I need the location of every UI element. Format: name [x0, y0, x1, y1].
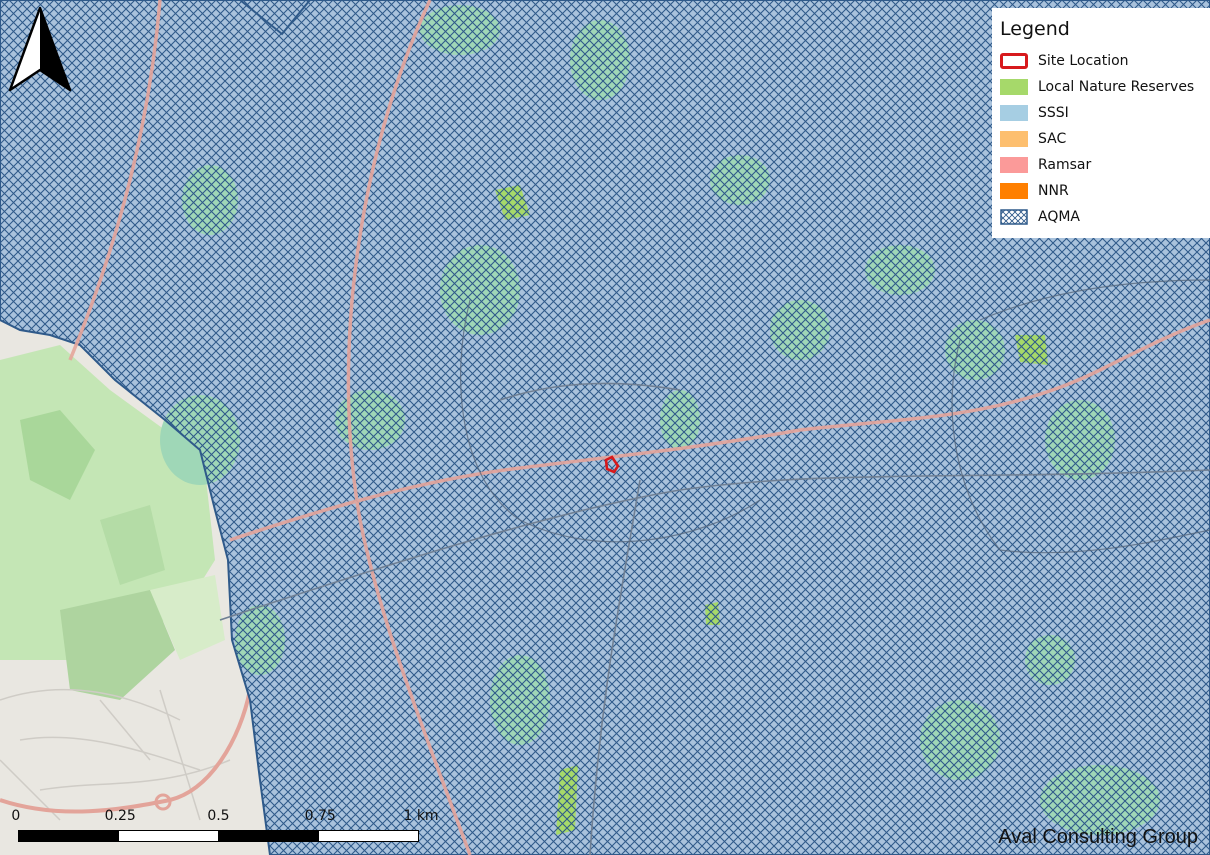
rail-lines	[219, 382, 1210, 855]
legend-item-aqma: AQMA	[1000, 204, 1210, 230]
legend-label: SAC	[1038, 131, 1067, 147]
scale-segment-white-2	[318, 830, 419, 842]
borough-boundaries	[460, 279, 1210, 554]
legend-label: Local Nature Reserves	[1038, 79, 1195, 95]
scale-label-025: 0.25	[104, 808, 136, 824]
legend-item-ramsar: Ramsar	[1000, 152, 1210, 178]
scale-label-0: 0	[11, 808, 21, 824]
scale-bar: 0 0.25 0.5 0.75 1 km	[11, 808, 439, 852]
ramsar-swatch-icon	[1000, 157, 1028, 173]
legend-item-sac: SAC	[1000, 126, 1210, 152]
major-roads	[68, 0, 1210, 855]
sac-swatch-icon	[1000, 131, 1028, 147]
nnr-swatch-icon	[1000, 183, 1028, 199]
scale-segment-white-1	[118, 830, 219, 842]
basemap-park-southwest	[0, 345, 225, 700]
site-location-marker[interactable]	[604, 455, 620, 474]
legend-label: Site Location	[1038, 53, 1129, 69]
site-location-swatch-icon	[1000, 53, 1028, 69]
sssi-swatch-icon	[1000, 105, 1028, 121]
legend-label: NNR	[1038, 183, 1069, 199]
scale-label-075: 0.75	[304, 808, 336, 824]
legend-item-sssi: SSSI	[1000, 100, 1210, 126]
credit-text: Aval Consulting Group	[998, 826, 1198, 848]
legend-item-local-nature-reserves: Local Nature Reserves	[1000, 74, 1210, 100]
scale-segment-black-1	[18, 830, 119, 842]
map-legend: Legend Site Location Local Nature Reserv…	[992, 8, 1210, 238]
legend-item-nnr: NNR	[1000, 178, 1210, 204]
legend-label: AQMA	[1038, 209, 1081, 225]
local-nature-reserves-swatch-icon	[1000, 79, 1028, 95]
scale-label-05: 0.5	[207, 808, 230, 824]
scale-segment-black-2	[218, 830, 319, 842]
scale-label-1km: 1 km	[403, 808, 439, 824]
legend-title: Legend	[1000, 18, 1070, 40]
legend-label: SSSI	[1038, 105, 1069, 121]
legend-label: Ramsar	[1038, 157, 1092, 173]
north-arrow-icon	[8, 6, 72, 92]
legend-item-site-location: Site Location	[1000, 48, 1210, 74]
aqma-swatch-icon	[1000, 209, 1028, 225]
